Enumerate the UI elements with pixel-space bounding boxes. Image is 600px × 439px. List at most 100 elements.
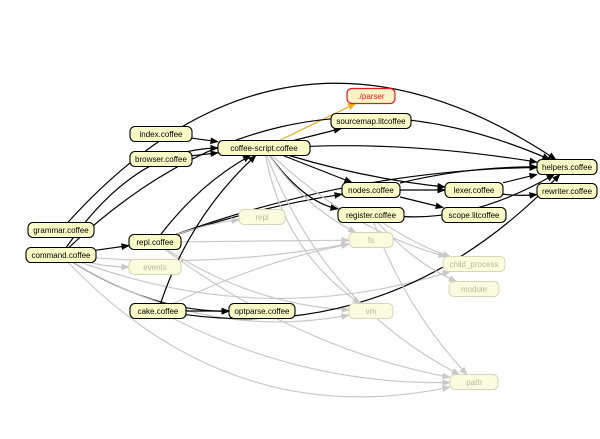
edge-repl-to-coffeescript [160,154,252,235]
edge-browser-to-coffeescript [191,150,219,158]
edge-repl-to-helpers [175,164,538,236]
node-rewriter: rewriter.coffee [536,182,598,200]
edge-cake-to-coffeescript [159,154,257,304]
node-label: optparse.coffee [234,307,290,316]
node-box [129,150,193,168]
node-label: repl [255,213,269,222]
node-box [337,206,405,224]
node-box [346,87,396,105]
node-label: rewriter.coffee [542,187,593,196]
edge-coffeescript-to-sourcemap [293,127,343,142]
node-label: coffee-script.coffee [230,144,298,153]
node-box [536,158,598,176]
edge-command-to-child [81,261,452,299]
node-box [25,246,97,264]
node-box [536,182,598,200]
node-child: child_process [442,256,506,272]
node-helpers: helpers.coffee [536,158,598,176]
node-label: register.coffee [346,211,397,220]
node-path: path [449,374,499,390]
edge-register-to-module [377,222,458,283]
edge-repl-to-replmod [176,217,240,236]
node-cake: cake.coffee [129,302,187,320]
node-label: cake.coffee [138,307,179,316]
node-box [238,209,286,225]
node-label: lexer.coffee [454,186,495,195]
edge-command-to-helpers [68,116,551,248]
node-box [128,259,182,275]
node-box [228,302,296,320]
node-index: index.coffee [129,125,193,143]
node-nodes: nodes.coffee [341,181,401,199]
node-box [217,139,311,157]
node-box [348,303,394,319]
node-box [448,281,500,297]
edge-repl-to-path [164,249,451,380]
node-optparse: optparse.coffee [228,302,296,320]
node-label: command.coffee [32,251,92,260]
edge-coffeescript-to-helpers [309,145,538,165]
edge-command-to-events [89,261,130,271]
node-register: register.coffee [337,206,405,224]
node-label: helpers.coffee [542,163,593,172]
node-repl: repl.coffee [128,233,182,251]
node-box [27,221,95,239]
edge-coffeescript-to-path [266,155,461,376]
node-box [128,233,182,251]
node-fs: fs [348,232,394,248]
node-label: repl.coffee [136,238,174,247]
node-replmod: repl [238,209,286,225]
node-box [129,125,193,143]
node-vm: vm [348,303,394,319]
node-box [449,374,499,390]
edge-repl-to-vm [166,248,350,313]
node-parser: ./parser [346,87,396,105]
node-label: path [466,378,482,387]
edge-cake-to-path [172,317,451,387]
edge-lexer-to-rewriter [502,192,538,199]
node-label: vm [366,307,377,316]
node-label: ./parser [357,92,384,101]
edge-coffeescript-to-vm [264,155,361,304]
node-box [444,181,504,199]
node-scope: scope.litcoffee [441,206,507,224]
edge-command-to-path [67,262,451,398]
node-events: events [128,259,182,275]
node-label: sourcemap.litcoffee [336,117,406,126]
node-label: events [143,263,167,272]
node-label: nodes.coffee [348,186,394,195]
edge-coffeescript-to-lexer [288,154,446,190]
node-label: browser.coffee [135,155,187,164]
node-box [441,206,507,224]
node-lexer: lexer.coffee [444,181,504,199]
edge-coffeescript-to-parser [279,102,357,142]
edge-index-to-coffeescript [191,137,219,145]
edge-coffeescript-to-fs [268,155,357,234]
node-label: child_process [450,260,499,269]
node-module: module [448,281,500,297]
edge-cake-to-fs [173,242,350,305]
node-label: scope.litcoffee [449,211,501,220]
edge-repl-to-fs [180,236,350,244]
edge-coffeescript-to-nodes [282,154,353,184]
node-label: fs [368,236,374,245]
node-label: index.coffee [140,130,184,139]
node-command: command.coffee [25,246,97,264]
edge-nodes-to-scope [399,196,444,209]
node-sourcemap: sourcemap.litcoffee [330,112,412,130]
node-box [330,112,412,130]
node-layer: index.coffee browser.coffee grammar.coffee… [25,87,598,390]
edge-command-to-vm [73,261,350,323]
node-grammar: grammar.coffee [27,221,95,239]
node-browser: browser.coffee [129,150,193,168]
node-box [442,256,506,272]
edge-command-to-repl [95,243,130,251]
node-label: grammar.coffee [33,226,89,235]
edge-lexer-to-helpers [502,172,538,184]
edge-register-to-child [382,221,452,258]
node-box [348,232,394,248]
node-box [129,302,187,320]
node-coffeescript: coffee-script.coffee [217,139,311,157]
node-label: module [461,285,488,294]
